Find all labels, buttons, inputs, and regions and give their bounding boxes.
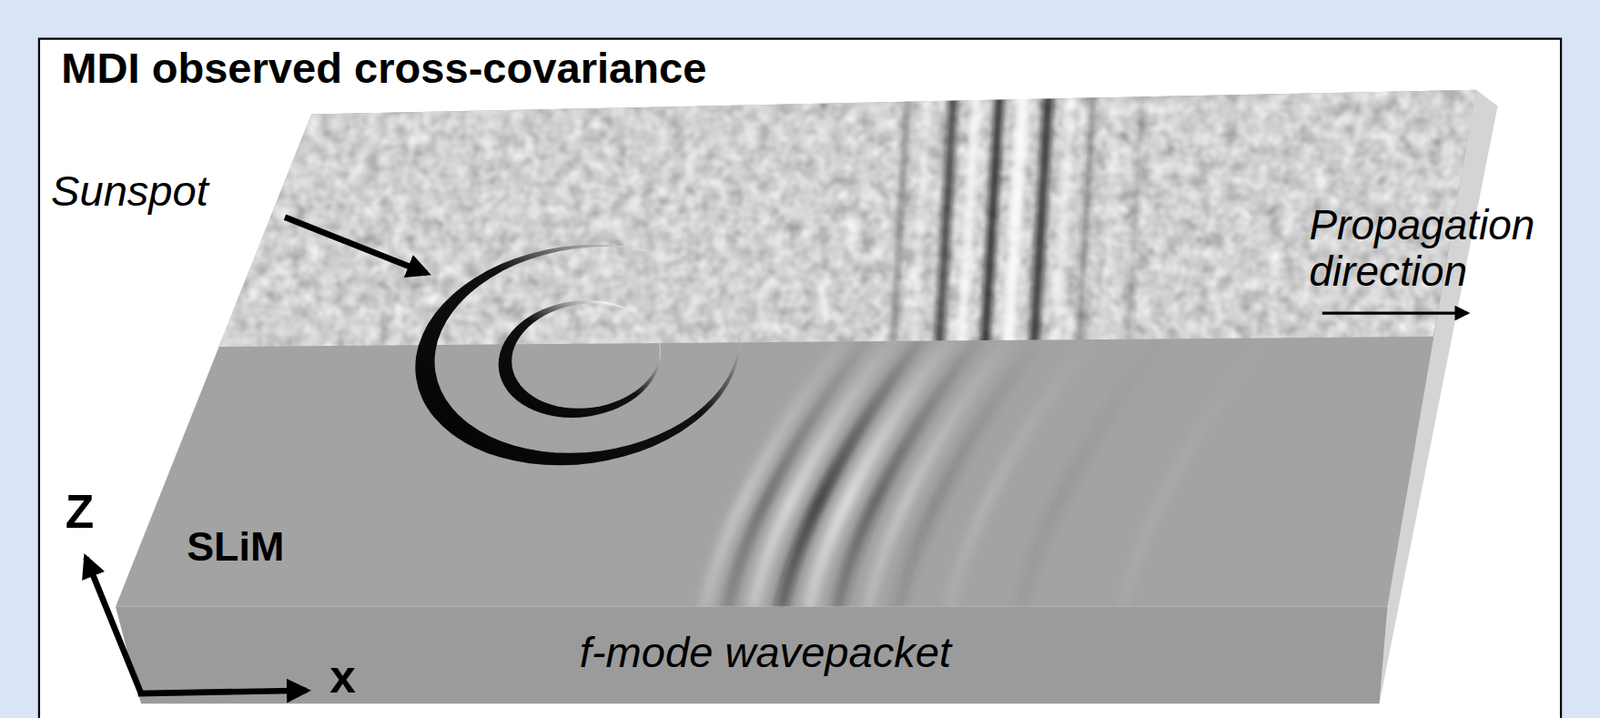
figure-title: MDI observed cross-covariance — [60, 44, 980, 92]
wave-stripe — [1122, 336, 1266, 613]
wave-stripe — [1127, 86, 1144, 352]
wave-stripe — [912, 86, 929, 352]
direction-arrow — [1322, 311, 1468, 314]
slab — [115, 81, 1499, 705]
wave-stripe — [704, 336, 1266, 613]
noise-texture — [203, 81, 1489, 358]
panel-background — [39, 39, 1561, 718]
slab-front-face — [115, 607, 1388, 704]
sunspot-symbol — [397, 224, 765, 480]
wave-stripe — [867, 336, 1011, 613]
wave-stripe — [1020, 336, 1164, 613]
umbra-rim — [479, 285, 684, 429]
model-wave-stripes — [704, 336, 1266, 613]
wave-stripe — [892, 86, 909, 352]
label-holder: x — [329, 650, 391, 703]
wave-stripe — [938, 86, 954, 352]
model-label: SLiM — [186, 524, 391, 569]
penumbra-rim — [397, 224, 765, 480]
observed-region — [203, 81, 1489, 358]
axis-arrow — [85, 557, 142, 694]
axis-label: Z — [65, 486, 127, 538]
model-region — [704, 336, 1266, 613]
label-holder: Sunspot — [50, 167, 317, 215]
title-holder: MDI observed cross-covariance — [60, 44, 980, 92]
wave-stripe — [1033, 86, 1050, 352]
direction-label: Propagation direction — [1308, 202, 1554, 294]
wave-stripe — [984, 86, 1001, 352]
axis-label: x — [329, 650, 391, 703]
pointer-arrow — [284, 217, 427, 274]
label-holder: Propagation direction — [1308, 202, 1554, 294]
arrows — [85, 217, 1467, 694]
label-holder: f-mode wavepacket — [579, 628, 1152, 677]
callout-label: Sunspot — [50, 167, 317, 215]
label-holder: SLiM — [186, 524, 391, 569]
wave-stripe — [1008, 86, 1024, 352]
wave-stripe — [898, 336, 1042, 613]
axis-arrow — [138, 690, 307, 694]
slab-label: f-mode wavepacket — [579, 628, 1152, 677]
wave-stripe — [1078, 86, 1094, 352]
label-holder: Z — [65, 486, 127, 538]
observed-wave-stripes — [892, 86, 1144, 352]
wave-stripe — [1055, 86, 1072, 352]
wave-stripe — [1102, 86, 1118, 352]
wave-stripe — [961, 86, 977, 352]
